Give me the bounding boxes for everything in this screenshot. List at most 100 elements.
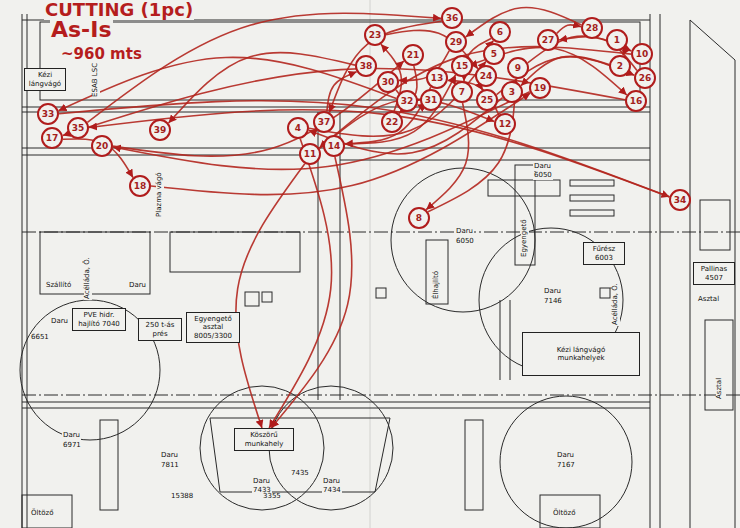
plan-label: 6971 [62,442,82,450]
crane-swing [200,386,324,510]
cabinet [376,288,386,298]
plan-label: 3355 [262,493,282,501]
machine-box: Kézi lángvágó [24,68,66,91]
plan-label: 7811 [160,462,180,470]
flow-arrow [58,57,396,110]
callout-number: 17 [46,133,59,143]
rack [570,195,614,201]
callout-circle: 31 [420,89,442,111]
callout-circle: 17 [41,127,63,149]
machine-box: Fűrész 6003 [583,242,625,265]
plan-label: 6651 [30,334,50,342]
callout-number: 15 [456,61,469,71]
cabinet [245,292,259,306]
callout-number: 6 [497,27,503,37]
callout-circle: 1 [606,29,628,51]
callout-number: 26 [639,73,652,83]
callout-number: 1 [614,35,620,45]
cabinet [262,292,272,302]
callout-circle: 26 [634,67,656,89]
plan-label: 7435 [290,470,310,478]
callout-circle: 7 [451,81,473,103]
cabinet [600,288,610,298]
wall [22,402,650,408]
machine-name: 250 t-ás prés [142,321,178,337]
callout-circle: 5 [483,43,505,65]
callout-number: 28 [586,23,599,33]
plan-label: 6050 [455,238,475,246]
callout-circle: 3 [501,81,523,103]
plan-label: Daru [455,228,474,236]
callout-number: 25 [481,95,494,105]
callout-number: 8 [416,213,422,223]
machine-box: 250 t-ás prés [138,318,182,341]
callout-number: 38 [360,61,373,71]
callout-number: 19 [534,83,547,93]
flow-arrow [319,47,631,148]
callout-circle: 34 [669,189,691,211]
crane-swing [391,168,535,312]
machine [465,420,483,510]
callout-number: 13 [431,73,444,83]
callout-number: 11 [304,149,317,159]
handwritten-note: ~960 mts [60,46,143,63]
plan-label: Asztal [697,296,720,304]
callout-circle: 12 [494,113,516,135]
callout-number: 37 [318,117,331,127]
callout-circle: 33 [37,103,59,125]
callout-circle: 38 [355,55,377,77]
plan-label: Plazma vágó [156,171,164,218]
callout-number: 27 [542,35,555,45]
machine-name: Pallinas 4507 [697,265,731,281]
callout-number: 14 [328,141,341,151]
callout-circle: 18 [129,175,151,197]
plan-label: 7146 [543,298,563,306]
callout-circle: 27 [537,29,559,51]
callout-number: 20 [96,141,109,151]
plan-label: Öltöző [30,510,54,518]
callout-number: 24 [480,71,493,81]
callout-circle: 37 [313,111,335,133]
callout-circle: 20 [91,135,113,157]
callout-circle: 14 [323,135,345,157]
plan-label: Élhajlító [433,270,441,300]
callout-circle: 4 [287,117,309,139]
callout-circle: 11 [299,143,321,165]
plan-label: Daru [50,318,69,326]
callout-number: 5 [491,49,497,59]
machine-name: Fűrész 6003 [587,245,621,261]
callout-number: 23 [369,30,382,40]
plan-label: Daru [322,478,341,486]
plan-label: ESAB LSC [92,62,100,98]
crane-rail [22,232,740,395]
callout-number: 9 [515,63,521,73]
crane-swing [500,396,632,528]
callout-number: 2 [617,61,623,71]
plan-label: Daru [556,452,575,460]
callout-number: 29 [450,37,463,47]
flow-arrow [466,8,582,37]
callout-number: 3 [509,87,515,97]
column-line [650,14,660,528]
machine [100,420,118,510]
rack [570,210,614,216]
callout-number: 31 [425,95,438,105]
press-brake [426,240,448,304]
callout-number: 30 [382,77,395,87]
machine-name: Köszörű munkahely [238,431,290,447]
room [40,232,150,294]
callout-circle: 30 [377,71,399,93]
callout-circle: 32 [396,90,418,112]
callout-number: 33 [42,109,55,119]
room [170,232,300,272]
callout-circle: 22 [381,111,403,133]
callout-number: 18 [134,181,147,191]
callout-number: 39 [154,125,167,135]
callout-number: 16 [630,96,643,106]
callout-circle: 21 [402,44,424,66]
plan-label: Daru [160,452,179,460]
plan-label: Szállító [45,282,72,290]
straightener [488,180,560,196]
straightener [515,165,535,265]
callout-circle: 36 [441,7,463,29]
